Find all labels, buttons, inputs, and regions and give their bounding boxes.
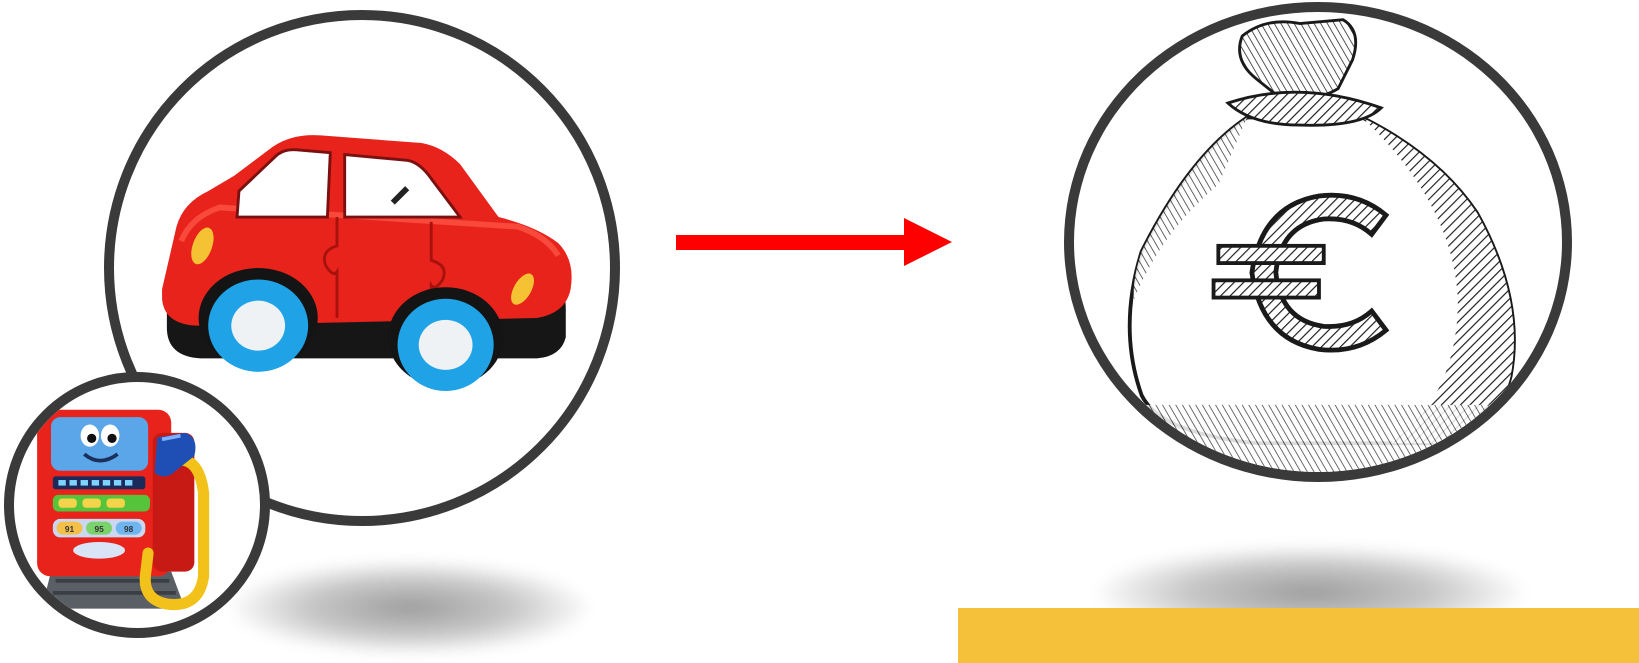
car-shadow	[230, 560, 590, 655]
pump-grade-1: 91	[65, 524, 75, 534]
right-arrow-icon	[676, 218, 952, 268]
toy-fuel-pump-icon: 91 95 98	[14, 382, 260, 628]
pump-grade-3: 98	[124, 524, 134, 534]
fuel-pump-circle: 91 95 98	[4, 372, 270, 638]
caption-banner	[958, 608, 1639, 663]
pump-grade-2: 95	[94, 524, 104, 534]
money-bag-circle	[1064, 2, 1572, 482]
euro-money-bag-icon	[1074, 12, 1562, 472]
